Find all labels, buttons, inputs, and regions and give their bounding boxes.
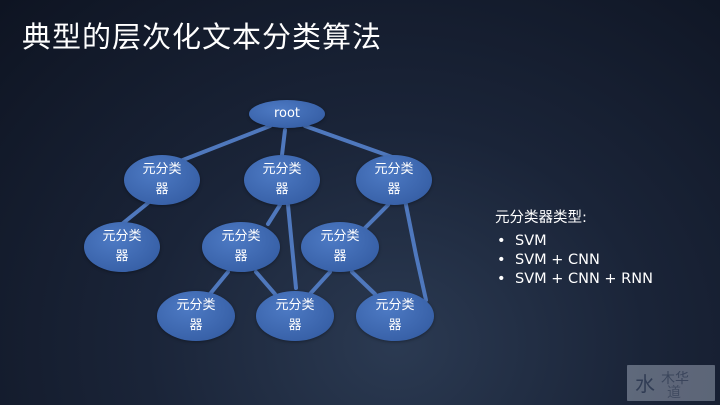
- tree-node-label: 元分类器: [142, 162, 182, 197]
- watermark-logo: 水 木华 道: [627, 365, 715, 401]
- edge-root-n3: [303, 124, 397, 160]
- tree-node-level2-b: 元分类器: [202, 222, 280, 272]
- tree-node-label: 元分类器: [176, 298, 216, 333]
- tree-node-label: 元分类器: [102, 229, 142, 264]
- tree-node-level3-a: 元分类器: [157, 291, 235, 341]
- edge-root-n1: [168, 124, 272, 167]
- tree-node-label: 元分类器: [375, 298, 415, 333]
- legend-list: • SVM • SVM + CNN • SVM + CNN + RNN: [495, 233, 653, 287]
- tree-node-root-label: root: [273, 106, 301, 121]
- legend-item-label: SVM + CNN: [515, 252, 600, 268]
- edge-n2-n8: [286, 203, 298, 290]
- bullet-icon: •: [497, 271, 506, 287]
- edge-n3-n9: [403, 198, 428, 302]
- edge-n3-n6: [363, 203, 390, 230]
- tree-node-root: root: [249, 100, 325, 128]
- legend-item: • SVM: [495, 233, 653, 249]
- tree-node-level2-a: 元分类器: [84, 222, 160, 272]
- watermark-text: 木华: [661, 371, 689, 387]
- legend-item: • SVM + CNN: [495, 252, 653, 268]
- tree-node-level1-middle: 元分类器: [244, 155, 320, 205]
- bullet-icon: •: [497, 252, 506, 268]
- legend-item-label: SVM + CNN + RNN: [515, 271, 653, 287]
- tree-node-level1-right: 元分类器: [356, 155, 432, 205]
- edge-n5-n8: [254, 270, 277, 296]
- legend-title: 元分类器类型:: [495, 210, 587, 226]
- svg-text:水: 水: [635, 372, 655, 396]
- classifier-types-legend: 元分类器类型: • SVM • SVM + CNN • SVM + CNN + RNN: [495, 206, 653, 290]
- bullet-icon: •: [497, 233, 506, 249]
- tree-node-label: 元分类器: [221, 229, 261, 264]
- edge-n2-n5: [266, 203, 282, 226]
- watermark-logo-graphic: 水 木华 道: [627, 365, 715, 401]
- edge-root-n2: [280, 128, 287, 157]
- edge-n1-n4: [120, 201, 150, 226]
- tree-node-level3-c: 元分类器: [356, 291, 434, 341]
- tree-node-level3-b: 元分类器: [256, 291, 334, 341]
- edge-n6-n9: [350, 270, 377, 296]
- svg-text:道: 道: [667, 385, 681, 401]
- tree-node-level2-c: 元分类器: [301, 222, 379, 272]
- tree-node-label: 元分类器: [374, 162, 414, 197]
- tree-node-label: 元分类器: [275, 298, 315, 333]
- edge-n5-n7: [208, 270, 230, 296]
- tree-node-level1-left: 元分类器: [124, 155, 200, 205]
- legend-item: • SVM + CNN + RNN: [495, 271, 653, 287]
- edge-n6-n8: [308, 270, 332, 296]
- tree-node-label: 元分类器: [262, 162, 302, 197]
- tree-node-label: 元分类器: [320, 229, 360, 264]
- slide-title: 典型的层次化文本分类算法: [22, 20, 383, 54]
- legend-item-label: SVM: [515, 233, 547, 249]
